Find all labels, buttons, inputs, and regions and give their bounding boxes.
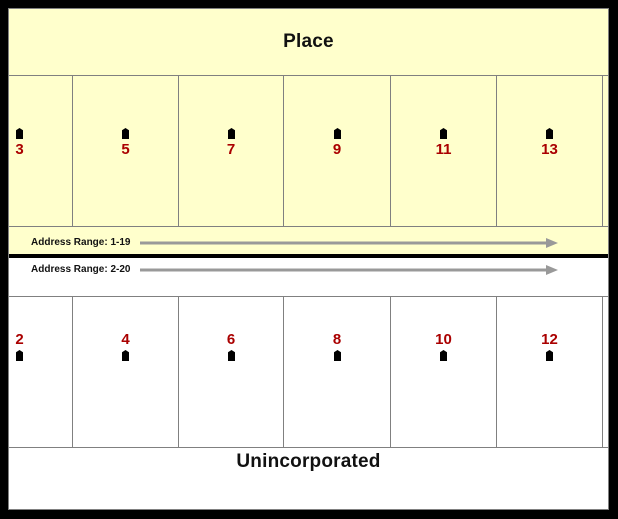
- house-icon: [15, 128, 24, 139]
- parcel-13: 13: [497, 76, 603, 226]
- house-icon: [545, 128, 554, 139]
- parcel-3: 3: [9, 76, 73, 226]
- odd-address-range-band: Address Range: 1-19: [9, 231, 608, 254]
- parcel-5: 5: [73, 76, 179, 226]
- parcel-number: 10: [435, 331, 452, 348]
- parcel-6: 6: [179, 297, 284, 447]
- parcel-number: 8: [332, 331, 342, 348]
- parcel-number: 6: [226, 331, 236, 348]
- parcel-number: 2: [15, 331, 24, 348]
- even-address-range-band: Address Range: 2-20: [9, 258, 608, 281]
- house-icon: [439, 350, 448, 362]
- odd-parcel-row: 3 5: [9, 75, 608, 227]
- parcel-8: 8: [284, 297, 391, 447]
- parcel-number: 5: [121, 141, 130, 158]
- parcel-number: 7: [226, 141, 236, 158]
- parcel-2: 2: [9, 297, 73, 447]
- odd-address-range-label: Address Range: 1-19: [31, 237, 131, 248]
- place-title: Place: [283, 31, 334, 52]
- parcel-12: 12: [497, 297, 603, 447]
- parcel-partial-right: [603, 76, 608, 226]
- parcel-number: 4: [121, 331, 130, 348]
- house-icon: [333, 350, 342, 362]
- parcel-number: 3: [15, 141, 24, 158]
- house-icon: [545, 350, 554, 362]
- parcel-11: 11: [391, 76, 497, 226]
- unincorporated-title: Unincorporated: [236, 451, 381, 472]
- house-icon: [121, 350, 130, 362]
- diagram-canvas: Place 3: [8, 8, 609, 510]
- even-parcel-row: 2 4: [9, 296, 608, 448]
- house-icon: [439, 128, 448, 139]
- even-address-range-label: Address Range: 2-20: [31, 264, 131, 275]
- place-area: Place 3: [9, 9, 608, 254]
- parcel-9: 9: [284, 76, 391, 226]
- house-icon: [227, 128, 236, 139]
- parcel-number: 11: [435, 141, 452, 158]
- house-icon: [227, 350, 236, 362]
- street-centerline: [9, 254, 608, 258]
- house-icon: [121, 128, 130, 139]
- house-icon: [333, 128, 342, 139]
- right-arrow-icon: [140, 237, 559, 248]
- right-arrow-icon: [140, 264, 559, 275]
- parcel-7: 7: [179, 76, 284, 226]
- parcel-10: 10: [391, 297, 497, 447]
- parcel-4: 4: [73, 297, 179, 447]
- unincorporated-area: 2 4: [9, 258, 608, 509]
- house-icon: [15, 350, 24, 362]
- parcel-number: 12: [541, 331, 558, 348]
- parcel-number: 13: [541, 141, 558, 158]
- parcel-number: 9: [332, 141, 342, 158]
